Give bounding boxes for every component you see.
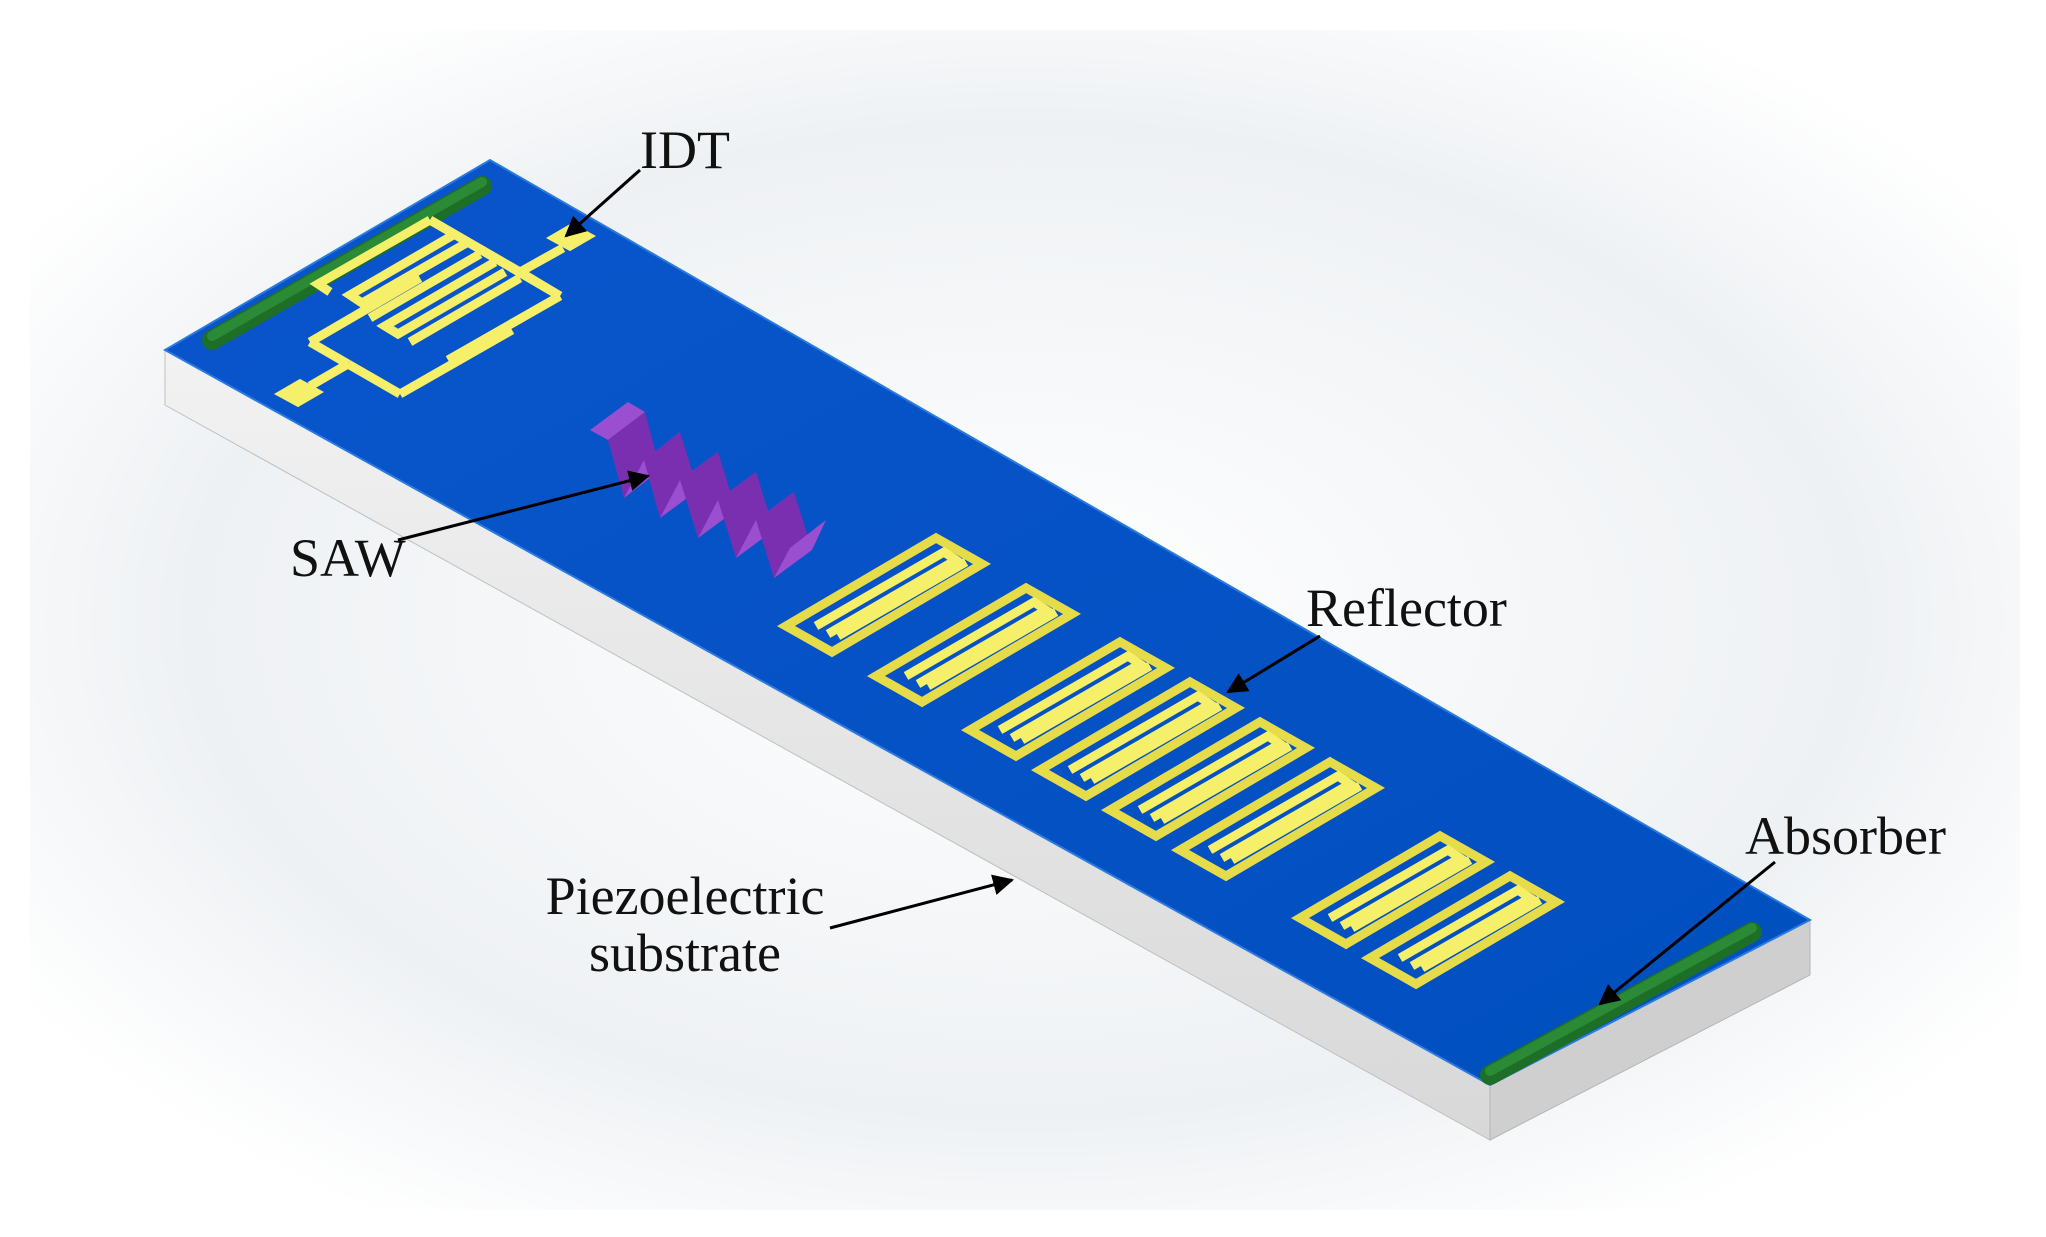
arrow-idt (564, 168, 641, 238)
label-substrate-line1: Piezoelectric (545, 866, 825, 926)
reflector-2 (866, 582, 1082, 708)
reflector-group (776, 532, 1566, 990)
reflector-4 (1030, 676, 1246, 802)
label-reflector: Reflector (1306, 578, 1507, 638)
label-idt: IDT (640, 120, 730, 180)
arrow-reflector (1226, 634, 1321, 694)
reflector-7 (1290, 830, 1496, 950)
saw-wave (590, 402, 826, 578)
label-substrate-line2: substrate (589, 922, 781, 983)
reflector-6 (1170, 756, 1386, 882)
arrow-substrate (829, 874, 1015, 930)
label-absorber: Absorber (1745, 806, 1946, 866)
substrate-top-face (162, 158, 1813, 1087)
reflector-5 (1100, 716, 1316, 842)
leader-arrows (397, 168, 1776, 1006)
reflector-1 (776, 532, 992, 658)
arrow-saw (397, 470, 651, 542)
piezoelectric-substrate (162, 158, 1813, 1141)
label-piezoelectric-substrate: Piezoelectric substrate (515, 868, 855, 981)
reflector-8 (1360, 870, 1566, 990)
label-saw: SAW (290, 528, 406, 588)
reflector-3 (960, 636, 1176, 762)
arrow-absorber (1598, 860, 1776, 1006)
